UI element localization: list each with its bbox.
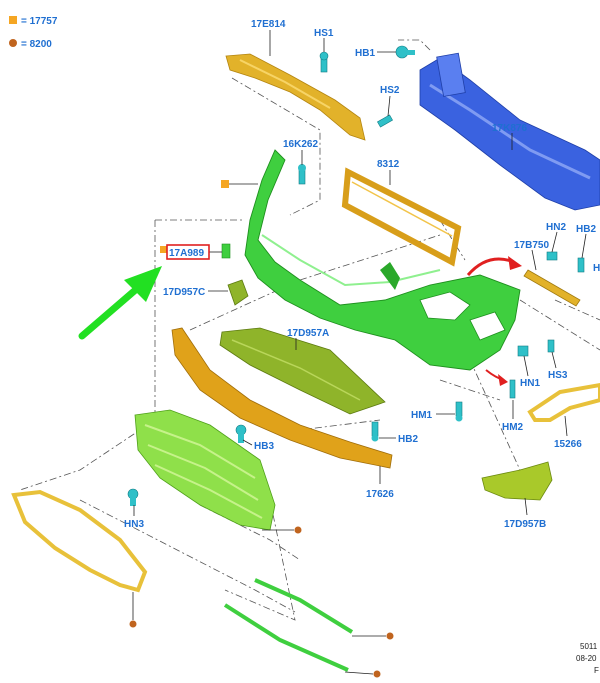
- part-17b750-bracket[interactable]: [523, 269, 581, 307]
- label-hm1: HM1: [411, 410, 433, 421]
- label-leaders: [133, 30, 587, 516]
- red-small-arrow-icon: [485, 369, 508, 386]
- label-hb1: HB1: [355, 48, 375, 59]
- fastener-16k262[interactable]: [298, 164, 306, 185]
- fastener-hs3[interactable]: [547, 339, 555, 353]
- part-17k876-reinforcement[interactable]: [419, 52, 600, 211]
- label-8312: 8312: [377, 159, 400, 170]
- fastener-17a989[interactable]: [221, 243, 231, 259]
- label-16k262: 16K262: [283, 139, 318, 150]
- fastener-hn1[interactable]: [517, 345, 529, 357]
- label-hb3: HB3: [254, 441, 274, 452]
- legend-square-label: = 17757: [21, 16, 58, 27]
- part-17d957a-deflector[interactable]: [219, 327, 386, 415]
- fasteners: [127, 45, 585, 506]
- part-lower-strip-upper[interactable]: [254, 578, 354, 634]
- legend-circle-label: = 8200: [21, 39, 52, 50]
- footer-line-2: 08-20: [576, 654, 597, 663]
- label-hn1: HN1: [520, 378, 540, 389]
- label-17d957b: 17D957B: [504, 519, 546, 530]
- part-grille[interactable]: [134, 409, 276, 531]
- part-15266-trim[interactable]: [527, 382, 600, 422]
- part-labels: 17E814 HS1 HB1 HS2 17K876 16K262 8312 17…: [124, 19, 600, 530]
- pointer-arrow-icon: [78, 266, 162, 340]
- footer-code: 5011 08-20 F: [576, 642, 599, 675]
- legend: = 17757 = 8200: [9, 16, 58, 50]
- marker-circle-icon: [129, 620, 137, 628]
- marker-circle-icon: [294, 526, 302, 534]
- fastener-hm2[interactable]: [509, 379, 516, 399]
- part-grille-frame[interactable]: [11, 489, 148, 593]
- part-lower-strip-lower[interactable]: [223, 603, 349, 672]
- label-hs3: HS3: [548, 370, 568, 381]
- label-h-truncated: H: [593, 263, 600, 274]
- label-17e814: 17E814: [251, 19, 286, 30]
- marker-circle-icon: [386, 632, 394, 640]
- label-17626: 17626: [366, 489, 394, 500]
- part-markers: [129, 180, 394, 678]
- label-17d957c: 17D957C: [163, 287, 205, 298]
- label-hs1: HS1: [314, 28, 334, 39]
- part-8312-absorber[interactable]: [341, 167, 462, 267]
- label-17k876: 17K876: [492, 123, 527, 134]
- legend-circle-icon: [9, 39, 17, 47]
- part-17626-strip[interactable]: [171, 327, 393, 469]
- marker-square-icon: [221, 180, 229, 188]
- fastener-hn3[interactable]: [127, 488, 139, 506]
- label-hb2-upper: HB2: [576, 224, 596, 235]
- footer-line-3: F: [594, 666, 599, 675]
- legend-square-icon: [9, 16, 17, 24]
- red-curved-arrow-icon: [466, 256, 522, 277]
- fastener-hn2[interactable]: [546, 251, 558, 261]
- label-hn2: HN2: [546, 222, 566, 233]
- fastener-hb2-upper[interactable]: [577, 257, 585, 273]
- label-hb2-lower: HB2: [398, 434, 418, 445]
- marker-circle-icon: [373, 670, 381, 678]
- label-hn3: HN3: [124, 519, 144, 530]
- label-hs2: HS2: [380, 85, 400, 96]
- fastener-hb2-lower[interactable]: [371, 421, 379, 442]
- label-15266: 15266: [554, 439, 582, 450]
- marker-square-icon: [160, 246, 167, 253]
- label-hm2: HM2: [502, 422, 524, 433]
- label-17a989-highlight[interactable]: [166, 244, 210, 260]
- fastener-hb1[interactable]: [395, 45, 415, 59]
- fastener-hb3[interactable]: [235, 424, 247, 443]
- part-bumper-cover[interactable]: [244, 149, 521, 371]
- label-17a989: 17A989: [169, 248, 204, 259]
- part-17e814-bracket[interactable]: [225, 53, 366, 141]
- part-17d957b-deflector[interactable]: [481, 461, 553, 501]
- label-17b750: 17B750: [514, 240, 549, 251]
- fastener-hm1[interactable]: [455, 401, 463, 422]
- fastener-hs2[interactable]: [377, 114, 393, 128]
- footer-line-1: 5011: [580, 642, 598, 651]
- label-17d957a: 17D957A: [287, 328, 329, 339]
- part-17d957c-deflector[interactable]: [227, 279, 249, 306]
- fastener-hs1[interactable]: [319, 51, 329, 73]
